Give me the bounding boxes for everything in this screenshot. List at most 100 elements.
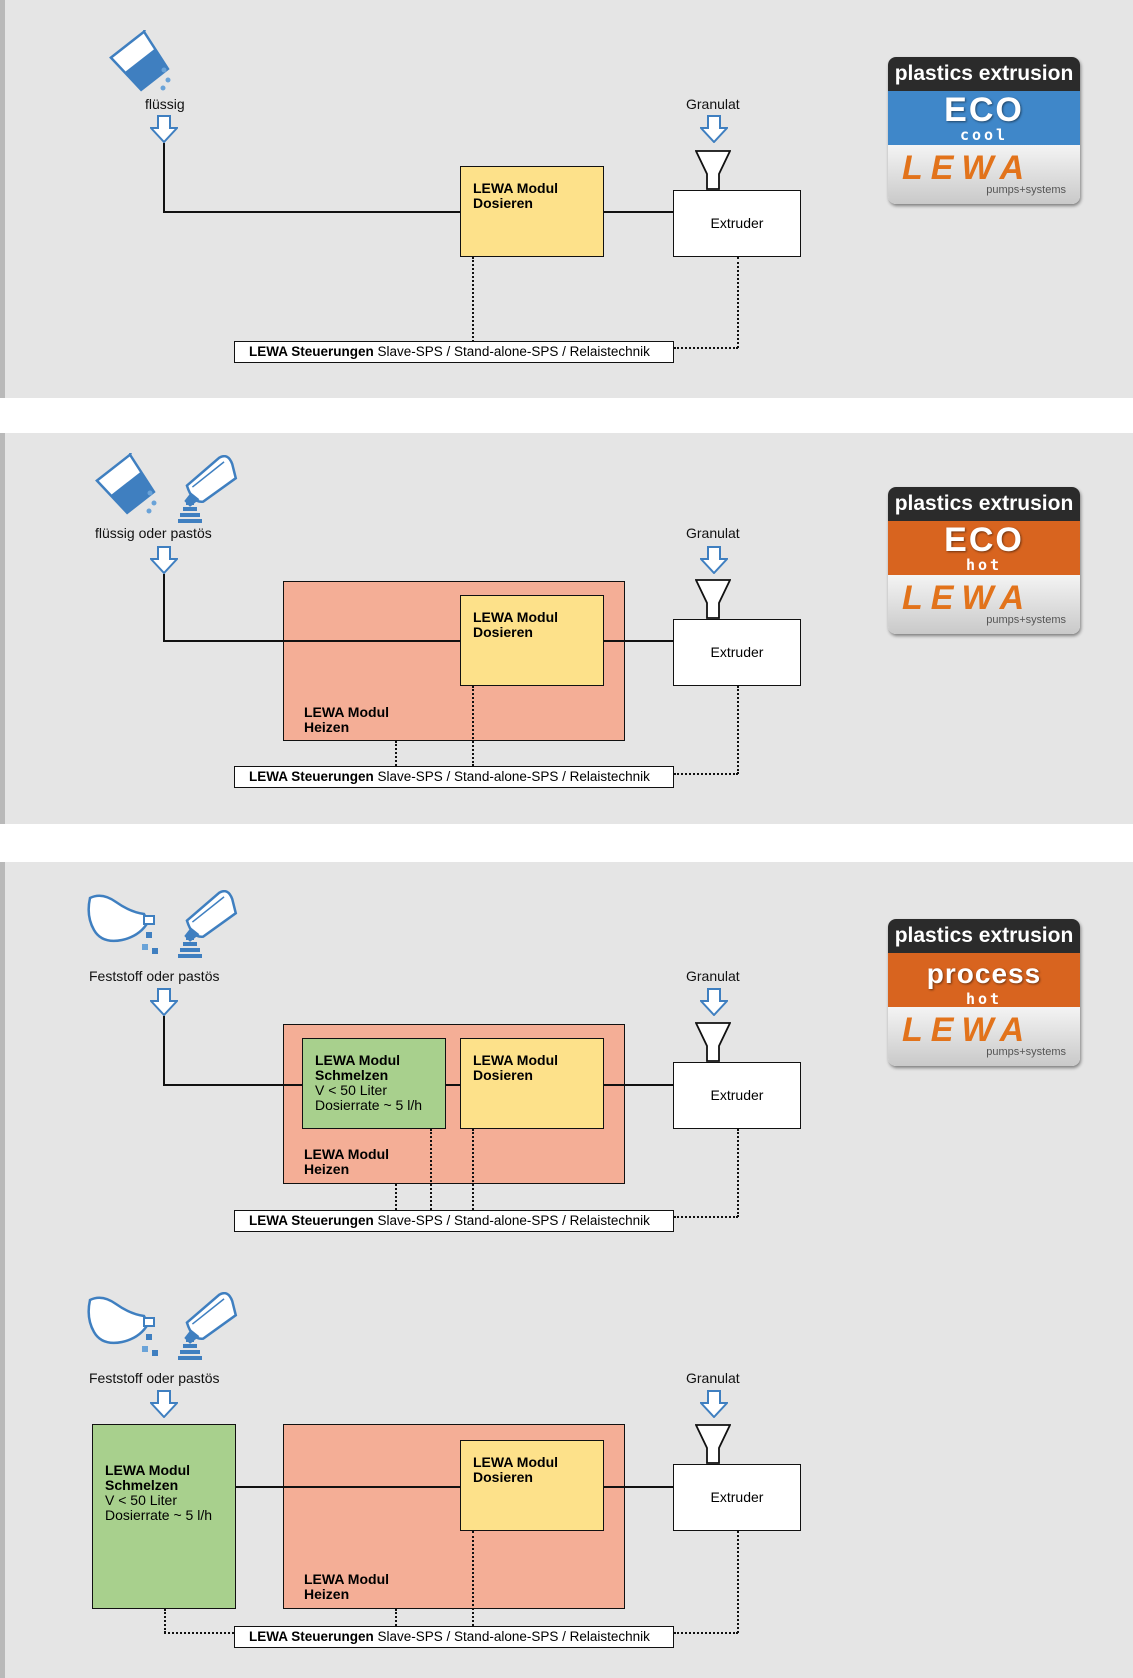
module-title: LEWA Modul (473, 180, 559, 196)
signal-line (472, 686, 474, 766)
signal-line (674, 1632, 738, 1634)
signal-line (472, 257, 474, 342)
signal-line (395, 1184, 397, 1210)
badge-head: plastics extrusion (888, 919, 1080, 953)
feed-line (163, 1084, 303, 1086)
control-title: LEWA Steuerungen (249, 1629, 374, 1644)
module-volume: V < 50 Liter (105, 1492, 177, 1508)
badge-big: process (926, 958, 1042, 989)
extruder-box: Extruder (673, 190, 801, 257)
module-function: Dosieren (473, 195, 533, 211)
module-dosieren: LEWA Modul Dosieren (460, 166, 604, 257)
badge-head: plastics extrusion (888, 487, 1080, 521)
signal-line (472, 1129, 474, 1210)
funnel-icon (695, 1022, 731, 1062)
funnel-icon (695, 579, 731, 619)
extruder-label: Extruder (710, 215, 764, 231)
input-label: flüssig oder pastös (95, 525, 212, 541)
badge-head: plastics extrusion (888, 57, 1080, 91)
tube-paste-icon (178, 455, 238, 523)
extruder-line (604, 1486, 674, 1488)
control-text: Slave-SPS / Stand-alone-SPS / Relaistech… (373, 344, 650, 359)
module-volume: V < 50 Liter (315, 1082, 387, 1098)
funnel-icon (695, 1424, 731, 1464)
module-function: Schmelzen (315, 1067, 389, 1083)
badge-mid: ECO cool (888, 91, 1080, 145)
badge-sub: pumps+systems (986, 1046, 1066, 1058)
module-function: Dosieren (473, 1469, 533, 1485)
feed-line (163, 1016, 165, 1086)
feed-line (236, 1486, 461, 1488)
badge-process-hot: plastics extrusion process hot LEWA pump… (888, 919, 1080, 1066)
down-arrow-icon (700, 115, 728, 143)
lewa-logo: LEWA (902, 149, 1033, 187)
signal-line (472, 1531, 474, 1626)
granulat-label: Granulat (686, 1370, 740, 1386)
module-function: Heizen (304, 719, 350, 735)
signal-line (164, 1632, 234, 1634)
signal-line (737, 686, 739, 774)
signal-line (737, 1129, 739, 1217)
signal-line (395, 1609, 397, 1626)
extruder-box: Extruder (673, 1062, 801, 1129)
module-function: Schmelzen (105, 1477, 179, 1493)
feed-line (163, 640, 461, 642)
badge-big: ECO (944, 91, 1024, 129)
module-function: Heizen (304, 1586, 350, 1602)
input-label: flüssig (145, 96, 185, 112)
down-arrow-icon (150, 1390, 178, 1418)
control-text: Slave-SPS / Stand-alone-SPS / Relaistech… (373, 1213, 650, 1228)
module-title: LEWA Modul (473, 609, 559, 625)
feed-line (163, 143, 165, 213)
control-title: LEWA Steuerungen (249, 344, 374, 359)
granulat-label: Granulat (686, 968, 740, 984)
badge-sub: pumps+systems (986, 614, 1066, 626)
module-title: LEWA Modul (315, 1052, 401, 1068)
control-title: LEWA Steuerungen (249, 769, 374, 784)
module-function: Dosieren (473, 1067, 533, 1083)
module-title: LEWA Modul (473, 1454, 559, 1470)
control-text: Slave-SPS / Stand-alone-SPS / Relaistech… (373, 1629, 650, 1644)
input-label: Feststoff oder pastös (89, 1370, 220, 1386)
extruder-label: Extruder (710, 1489, 764, 1505)
diagram-panel-eco-hot: flüssig oder pastös LEWA Modul Heizen LE… (0, 433, 1133, 824)
feed-line (163, 574, 165, 642)
signal-line (164, 1609, 166, 1633)
module-dosieren: LEWA Modul Dosieren (460, 595, 604, 686)
control-text: Slave-SPS / Stand-alone-SPS / Relaistech… (373, 769, 650, 784)
down-arrow-icon (150, 988, 178, 1016)
feed-line (163, 211, 461, 213)
granulat-label: Granulat (686, 525, 740, 541)
module-title: LEWA Modul (304, 704, 390, 720)
extruder-line (604, 211, 674, 213)
module-title: LEWA Modul (473, 1052, 559, 1068)
lewa-logo: LEWA (902, 1011, 1033, 1049)
diagram-panel-eco-cool: flüssig LEWA Modul Dosieren Granulat Ext… (0, 0, 1133, 398)
badge-eco-cool: plastics extrusion ECO cool LEWA pumps+s… (888, 57, 1080, 204)
module-title: LEWA Modul (105, 1462, 191, 1478)
signal-line (395, 741, 397, 766)
badge-big: ECO (944, 521, 1024, 559)
sack-solid-icon (87, 1296, 158, 1356)
funnel-icon (695, 150, 731, 190)
granulat-label: Granulat (686, 96, 740, 112)
extruder-label: Extruder (710, 644, 764, 660)
module-title: LEWA Modul (304, 1146, 390, 1162)
module-rate: Dosierrate ~ 5 l/h (105, 1507, 212, 1523)
control-box: LEWA Steuerungen Slave-SPS / Stand-alone… (234, 341, 674, 363)
badge-mid: process hot (888, 953, 1080, 1007)
extruder-box: Extruder (673, 619, 801, 686)
badge-small: hot (965, 990, 1003, 1008)
signal-line (737, 1531, 739, 1633)
module-dosieren: LEWA Modul Dosieren (460, 1038, 604, 1129)
down-arrow-icon (700, 1390, 728, 1418)
input-label: Feststoff oder pastös (89, 968, 220, 984)
extruder-line (604, 1084, 674, 1086)
beaker-pour-icon (95, 453, 157, 515)
extruder-box: Extruder (673, 1464, 801, 1531)
sack-solid-icon (87, 894, 158, 954)
tube-paste-icon (178, 890, 238, 958)
extruder-label: Extruder (710, 1087, 764, 1103)
badge-small: cool (959, 126, 1009, 144)
signal-line (430, 1129, 432, 1210)
